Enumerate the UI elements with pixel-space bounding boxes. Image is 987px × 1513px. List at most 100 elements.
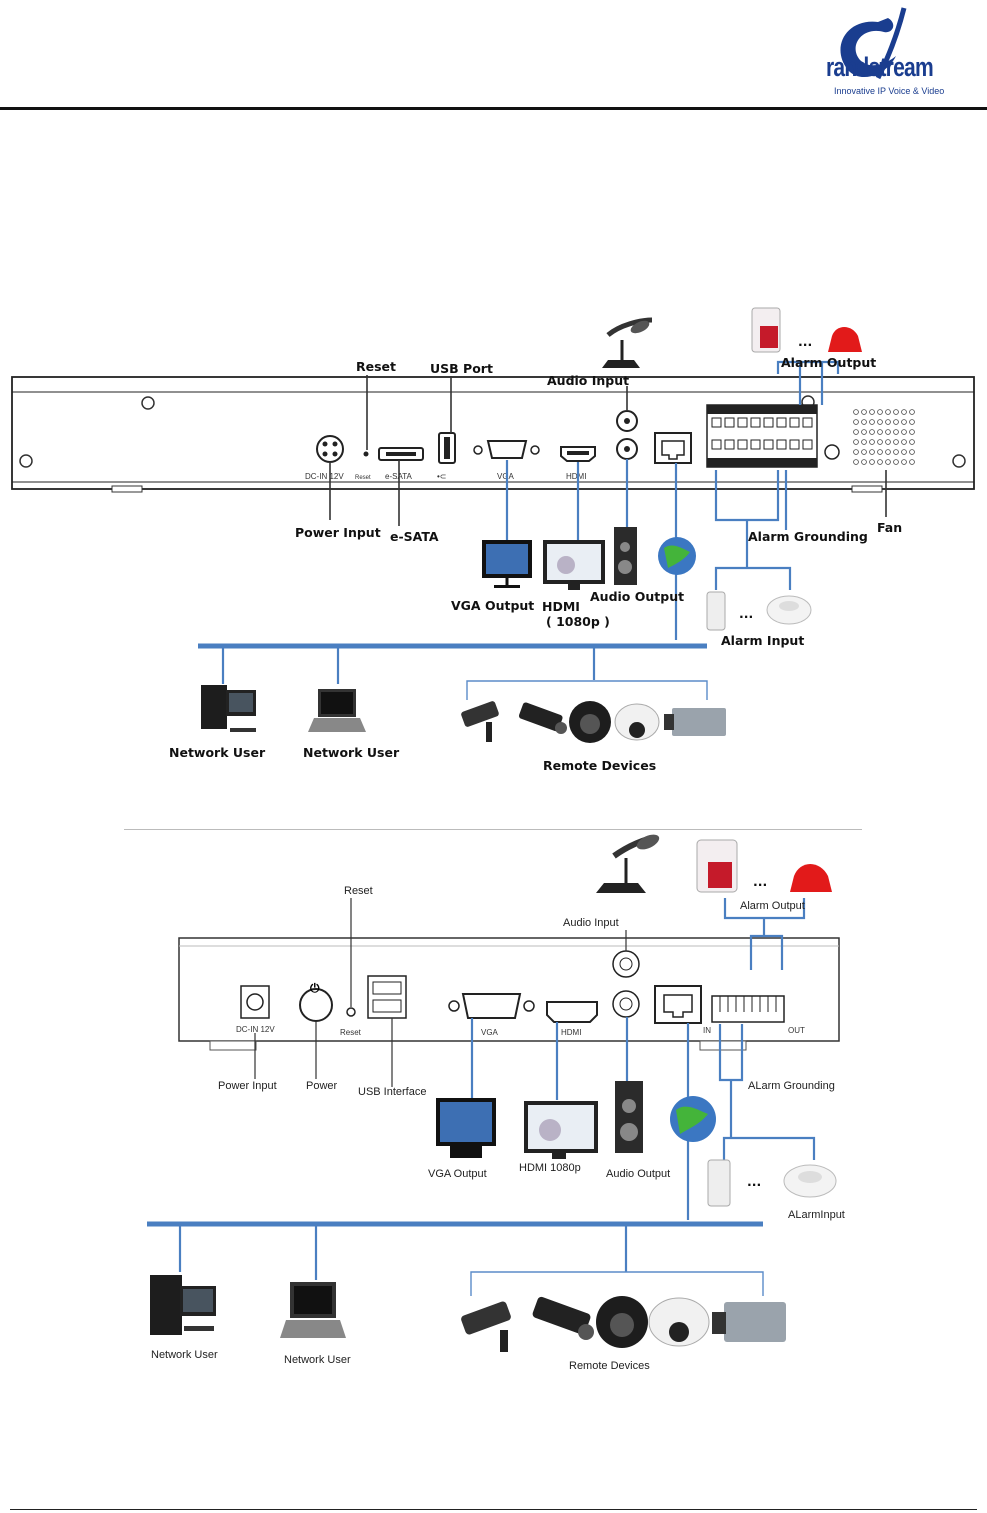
label2-alarm-grounding: ALarm Grounding xyxy=(748,1080,835,1092)
label2-network-user-1: Network User xyxy=(151,1349,218,1361)
usb-symbol-text: •⊂ xyxy=(437,472,447,481)
camera-box-2-icon xyxy=(712,1302,786,1342)
camera-dome-white-icon xyxy=(614,703,660,741)
label2-reset: Reset xyxy=(344,885,373,897)
speaker-icon xyxy=(614,527,637,585)
panel2-reset-text: Reset xyxy=(340,1028,362,1037)
diagram-1: DC-IN 12V Reset e-SATA •⊂ VGA HDMI xyxy=(11,307,975,773)
label-remote-devices: Remote Devices xyxy=(543,758,656,773)
panel-reset-text: Reset xyxy=(355,475,371,481)
label-alarm-input: Alarm Input xyxy=(721,633,804,648)
laptop-icon xyxy=(308,689,366,732)
label2-network-user-2: Network User xyxy=(284,1354,351,1366)
label-ellipsis-2: ... xyxy=(739,606,753,621)
label2-usb-interface: USB Interface xyxy=(358,1086,426,1098)
door-sensor-2-icon xyxy=(707,1159,731,1207)
camera-dome-dark-2-icon xyxy=(596,1296,648,1348)
label2-audio-output: Audio Output xyxy=(606,1168,670,1180)
smoke-detector-icon xyxy=(766,595,812,625)
desktop-pc-icon xyxy=(201,685,256,732)
label-alarm-output: Alarm Output xyxy=(781,355,876,370)
label2-ellipsis-1: ... xyxy=(753,874,767,889)
panel2-in-text: IN xyxy=(703,1026,711,1035)
panel-hdmi-text: HDMI xyxy=(566,472,586,481)
panel-dcin-text: DC-IN 12V xyxy=(305,472,344,481)
panel2-out-text: OUT xyxy=(788,1026,805,1035)
fan-grille-icon xyxy=(853,409,915,465)
panel2-hdmi-text: HDMI xyxy=(561,1028,581,1037)
reset-hole-icon xyxy=(363,451,369,457)
camera-bullet-2-icon xyxy=(518,702,567,734)
ethernet-port-icon xyxy=(654,432,692,464)
camera-bullet-icon xyxy=(461,701,499,742)
label-vga-output: VGA Output xyxy=(451,598,534,613)
logo-tagline: Innovative IP Voice & Video xyxy=(834,86,945,96)
speaker-2-icon xyxy=(615,1081,643,1153)
camera-dome-white-2-icon xyxy=(648,1297,710,1347)
label-power-input: Power Input xyxy=(295,525,381,540)
hdmi-port-icon xyxy=(560,446,596,462)
audio-jacks-icon xyxy=(616,410,638,460)
nvr-back-panel-2 xyxy=(178,937,840,1051)
camera-box-icon xyxy=(664,708,726,736)
header-divider xyxy=(0,107,987,110)
grandstream-logo: randstream Innovative IP Voice & Video xyxy=(826,0,972,104)
label2-power: Power xyxy=(306,1080,338,1092)
label-audio-input: Audio Input xyxy=(547,373,629,388)
label-network-user-1: Network User xyxy=(169,745,266,760)
audio-jacks-2-icon xyxy=(612,950,640,1018)
hdmi-tv-icon xyxy=(543,540,605,590)
label2-alarm-output: Alarm Output xyxy=(740,900,805,912)
strobe-light-icon xyxy=(828,327,862,352)
logo-g-mark xyxy=(840,7,907,80)
vga-monitor-2-icon xyxy=(436,1098,496,1158)
strobe-light-2-icon xyxy=(790,864,832,892)
globe-network-2-icon xyxy=(670,1096,716,1142)
label-reset: Reset xyxy=(356,359,396,374)
label2-power-input: Power Input xyxy=(218,1080,277,1092)
panel2-dcin-text: DC-IN 12V xyxy=(236,1025,275,1034)
camera-bullet-3-icon xyxy=(461,1301,511,1352)
label2-vga-output: VGA Output xyxy=(428,1168,487,1180)
reset-hole-2-icon xyxy=(346,1007,356,1017)
label-hdmi: HDMI xyxy=(542,599,580,614)
label-alarm-grounding: Alarm Grounding xyxy=(748,529,868,544)
label-hdmi-resolution: ( 1080p ) xyxy=(546,614,610,629)
hdmi-port-2-icon xyxy=(546,1001,598,1023)
laptop-2-icon xyxy=(280,1282,346,1338)
microphone-2-icon xyxy=(596,834,660,893)
label2-hdmi: HDMI 1080p xyxy=(519,1162,581,1174)
panel2-vga-text: VGA xyxy=(481,1028,499,1037)
globe-network-icon xyxy=(658,537,696,575)
dual-usb-port-icon xyxy=(367,975,407,1019)
siren-light-icon xyxy=(751,307,781,353)
camera-dome-dark-icon xyxy=(569,701,611,743)
panel-vga-text: VGA xyxy=(497,472,515,481)
desktop-pc-2-icon xyxy=(150,1275,216,1335)
dc-power-port-icon xyxy=(240,985,270,1019)
door-sensor-icon xyxy=(706,591,726,631)
power-button-icon: ⏻ xyxy=(299,981,333,1022)
vga-monitor-icon xyxy=(482,540,532,588)
label-esata: e-SATA xyxy=(390,529,439,544)
camera-bullet-4-icon xyxy=(532,1296,594,1340)
hdmi-tv-2-icon xyxy=(524,1101,598,1159)
esata-port-icon xyxy=(378,447,424,461)
siren-light-2-icon xyxy=(696,839,738,893)
label-network-user-2: Network User xyxy=(303,745,400,760)
label-audio-output: Audio Output xyxy=(590,589,684,604)
usb-port-icon xyxy=(438,432,456,464)
label2-alarm-input: ALarmInput xyxy=(788,1209,845,1221)
smoke-detector-2-icon xyxy=(783,1164,837,1198)
label2-remote-devices: Remote Devices xyxy=(569,1360,650,1372)
label2-audio-input: Audio Input xyxy=(563,917,619,929)
diagram-separator xyxy=(124,829,862,830)
label-fan: Fan xyxy=(877,520,902,535)
microphone-icon xyxy=(602,317,653,368)
logo-wordmark: randstream xyxy=(826,52,934,82)
label2-ellipsis-2: ... xyxy=(747,1174,761,1189)
footer-divider xyxy=(10,1509,977,1510)
power-port-icon xyxy=(316,435,344,463)
label-usb-port: USB Port xyxy=(430,361,493,376)
